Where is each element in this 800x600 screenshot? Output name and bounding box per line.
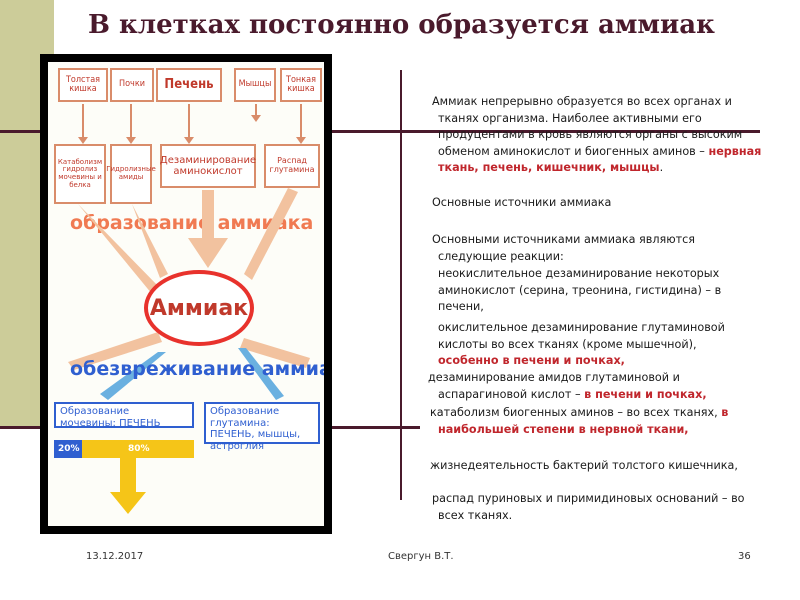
reaction-biogenic-amines: катаболизм биогенных аминов – во всех тк… (430, 405, 754, 438)
glutamine-formation-box: Образование глутамина: ПЕЧЕНЬ, мышцы, ас… (204, 402, 320, 452)
source-muscles: Мышцы (234, 68, 276, 102)
diagram-canvas: Толстая кишка Почки Печень Мышцы Тонкая … (48, 62, 324, 526)
reaction-amides-text: дезаминирование амидов глутаминовой и ас… (428, 371, 680, 401)
intro-text: Аммиак непрерывно образуется во всех орг… (432, 95, 743, 158)
reaction-oxidative: окислительное дезаминирование глутаминов… (438, 320, 754, 370)
percent-left: 20% (58, 444, 80, 454)
source-kidneys: Почки (110, 68, 154, 102)
footer-date: 13.12.2017 (86, 551, 144, 562)
ratio-bar-fill (82, 440, 194, 458)
neutralization-label: обезвреживание аммиака (70, 358, 324, 380)
intro-highlight: нервная ткань, печень, кишечник, мышцы (438, 144, 762, 175)
percent-right: 80% (128, 444, 150, 454)
ammonia-diagram: Толстая кишка Почки Печень Мышцы Тонкая … (40, 54, 332, 534)
reaction-biogenic-highlight: в наибольшей степени в нервной ткани, (438, 406, 729, 436)
arrow-3 (184, 104, 194, 144)
arrow-5 (296, 104, 306, 144)
arrow-4 (251, 104, 261, 122)
paragraph-main-sources: Основные источники аммиака (432, 196, 612, 209)
process-amide-hydrolysis: Гидролизные амиды (106, 144, 156, 204)
reaction-bacteria: жизнедеятельность бактерий толстого кише… (430, 459, 738, 472)
reaction-amides-highlight: в печени и почках, (584, 387, 707, 401)
formation-label: образование аммиака (70, 212, 314, 234)
diagram-arrows (68, 188, 310, 400)
ammonia-oval: Аммиак (144, 270, 254, 346)
source-liver: Печень (156, 68, 222, 102)
arrow-1 (78, 104, 88, 144)
reaction-purines: распад пуриновых и пиримидиновых основан… (432, 492, 745, 522)
divider-top (0, 130, 760, 133)
urea-formation-box: Образование мочевины: ПЕЧЕНЬ (54, 402, 194, 429)
paragraph-intro: Аммиак непрерывно образуется во всех орг… (432, 94, 762, 177)
paragraph-reactions-intro: Основными источниками аммиака являются с… (432, 233, 696, 263)
reaction-oxidative-highlight: особенно в печени и почках, (438, 354, 625, 367)
reaction-oxidative-text: окислительное дезаминирование глутаминов… (438, 321, 725, 351)
footer-page-number: 36 (738, 551, 751, 562)
source-large-intestine: Толстая кишка (58, 68, 108, 102)
arrow-2 (126, 104, 136, 144)
process-catabolism: Катаболизм гидролиз мочевины и белка (54, 144, 106, 204)
reaction-non-oxidative: неокислительное дезаминирование некоторы… (438, 267, 722, 313)
process-glutamine-breakdown: Распад глутамина (264, 144, 320, 188)
reaction-amides: дезаминирование амидов глутаминовой и ас… (428, 370, 754, 403)
divider-vertical (400, 70, 402, 500)
process-deamination: Дезаминирование аминокислот (160, 144, 256, 188)
down-arrow-icon (110, 458, 146, 514)
reaction-biogenic-text: катаболизм биогенных аминов – во всех тк… (430, 406, 722, 419)
slide-title: В клетках постоянно образуется аммиак (88, 10, 715, 40)
footer-author: Свергун В.Т. (388, 551, 454, 562)
intro-end: . (659, 161, 664, 174)
source-small-intestine: Тонкая кишка (280, 68, 322, 102)
